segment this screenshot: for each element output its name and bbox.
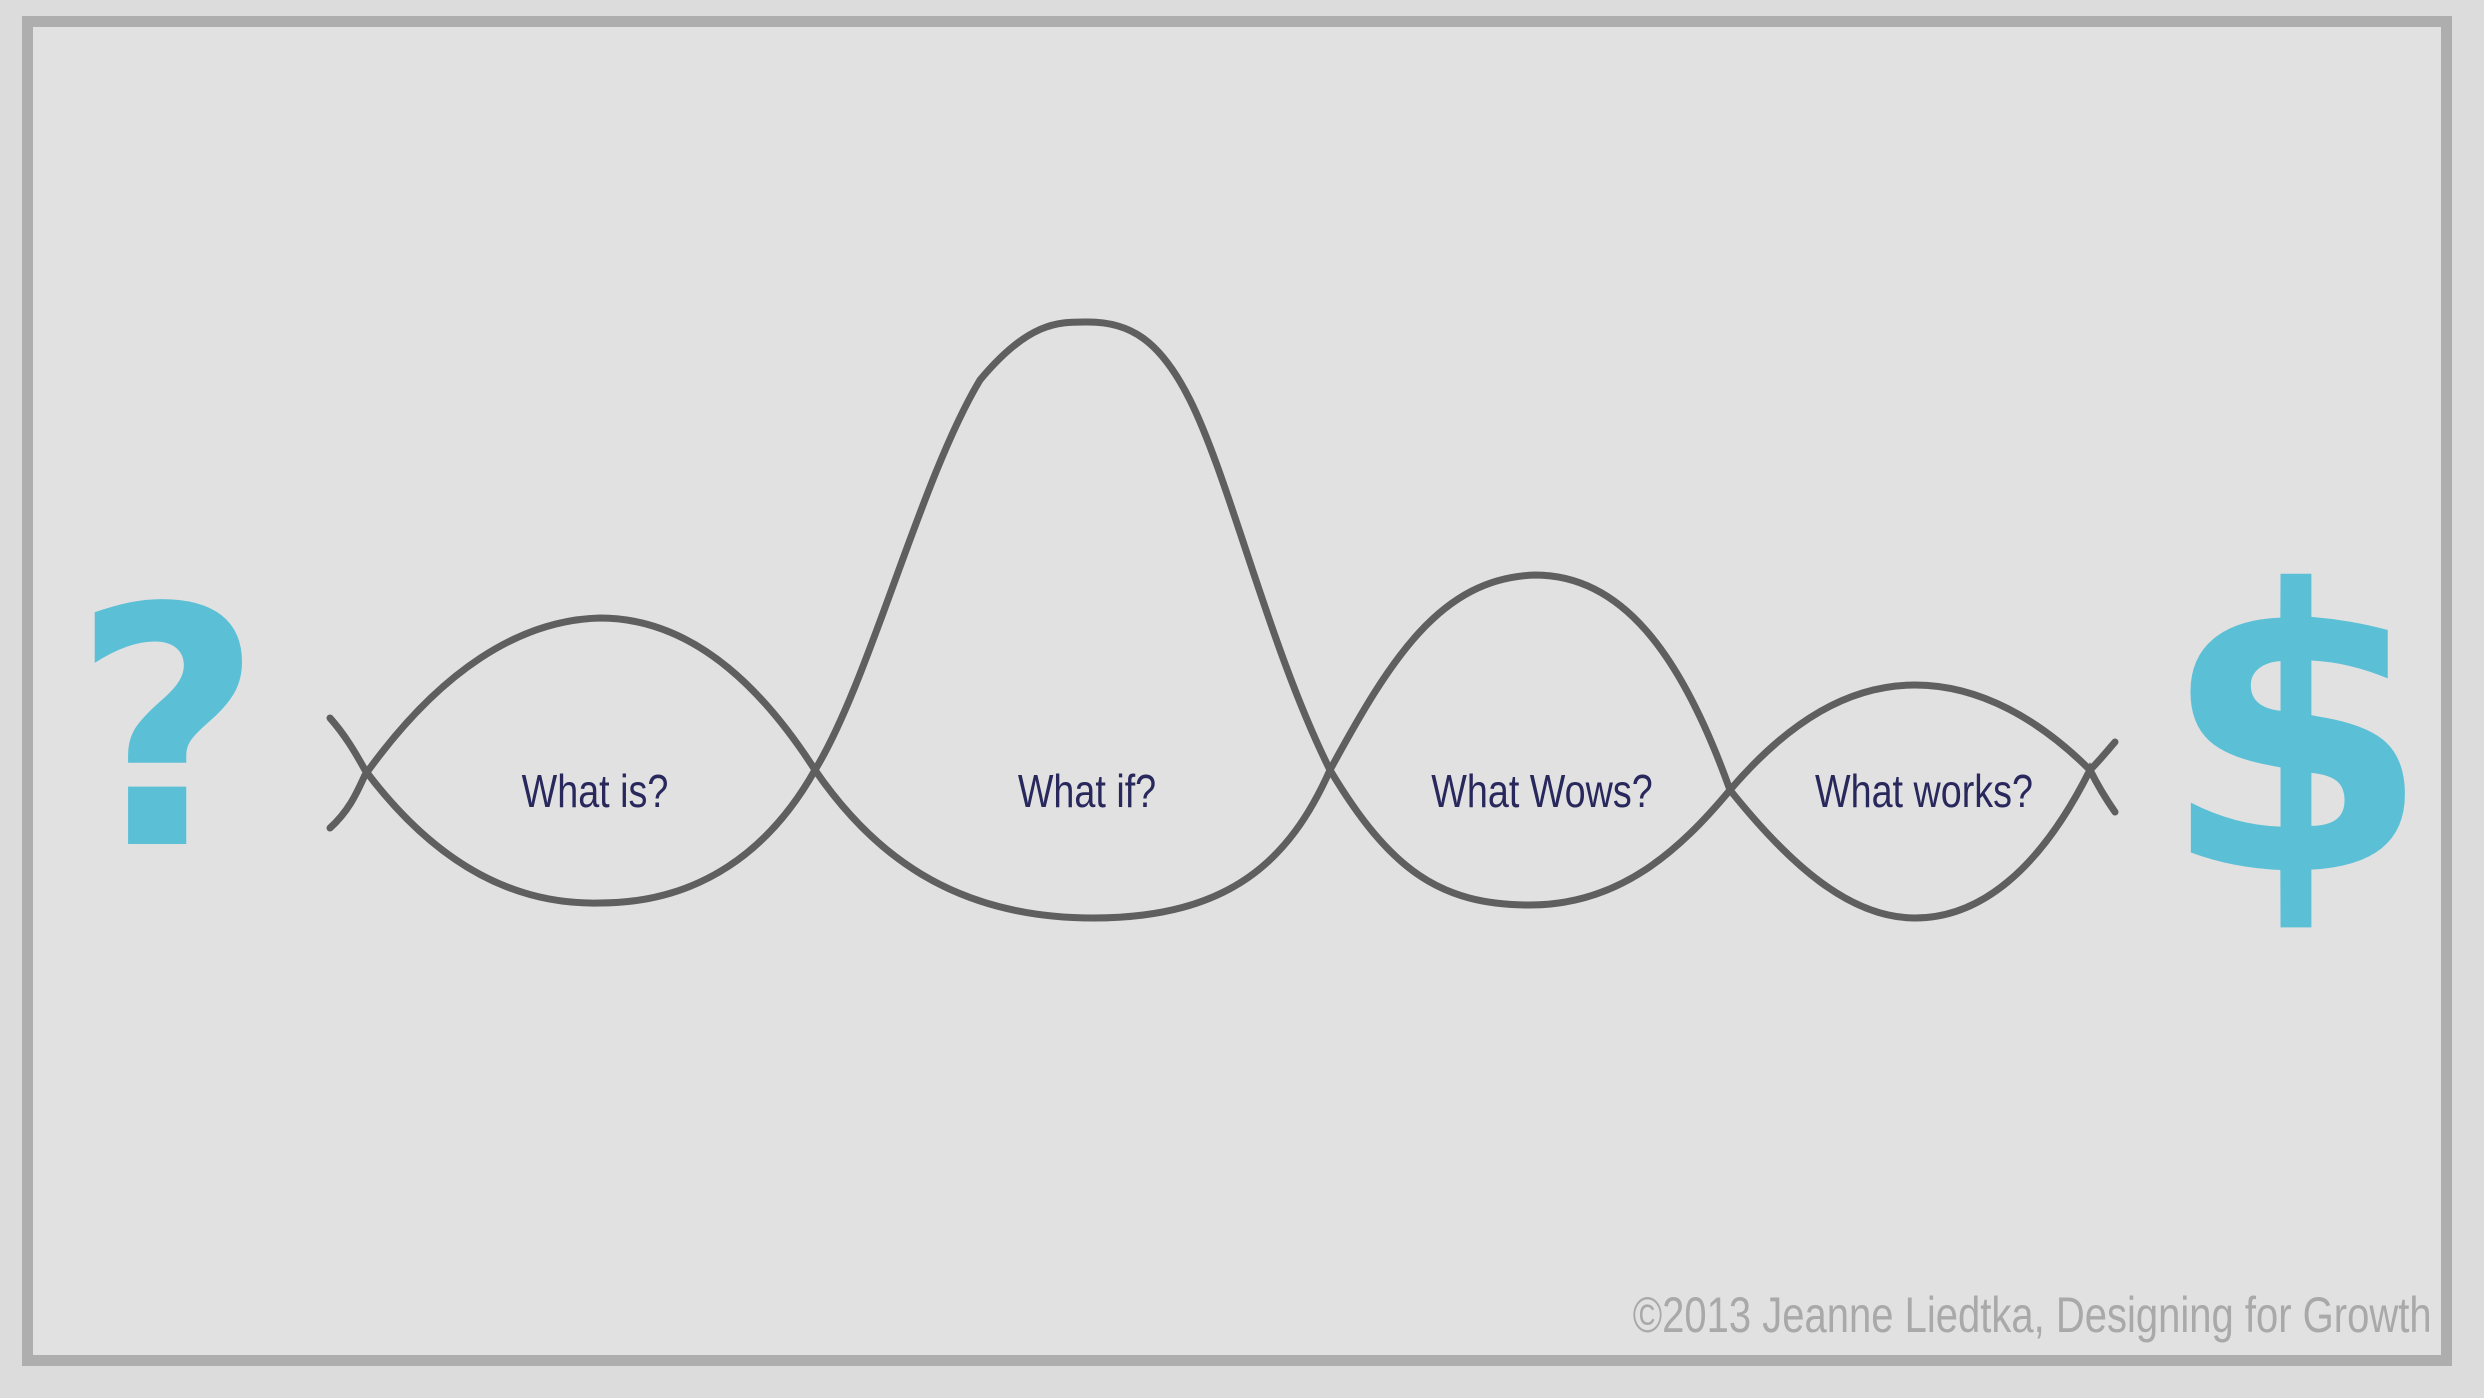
copyright-notice: ©2013 Jeanne Liedtka, Designing for Grow… — [1633, 1287, 2432, 1343]
stage-label-what-if: What if? — [1018, 765, 1156, 816]
stage-label-what-wows: What Wows? — [1431, 765, 1652, 816]
stage-label-what-works: What works? — [1815, 765, 2033, 816]
upper-curve — [326, 318, 2119, 832]
dollar-sign-icon: $ — [2160, 508, 2432, 962]
slide-frame — [22, 16, 2452, 1366]
stage-label-what-is: What is? — [522, 765, 669, 816]
question-mark-icon: ? — [72, 538, 264, 922]
lower-curve — [326, 714, 2119, 922]
